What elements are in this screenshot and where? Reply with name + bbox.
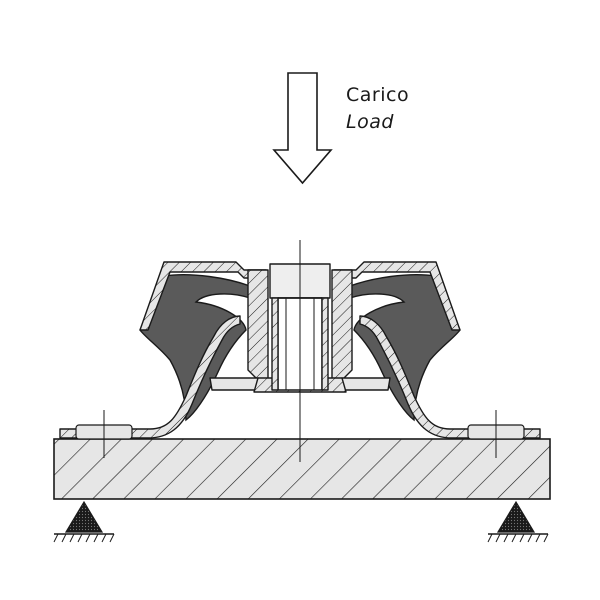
load-arrow (272, 72, 333, 185)
load-label-italian: Carico (346, 84, 410, 106)
center-lines (103, 240, 497, 462)
inner-bracket (59, 315, 541, 439)
outer-housing (139, 261, 461, 331)
central-sleeve (209, 263, 391, 393)
base-plate (53, 438, 551, 500)
left-support (53, 500, 115, 543)
right-support (487, 500, 549, 543)
load-label-english: Load (346, 111, 394, 133)
